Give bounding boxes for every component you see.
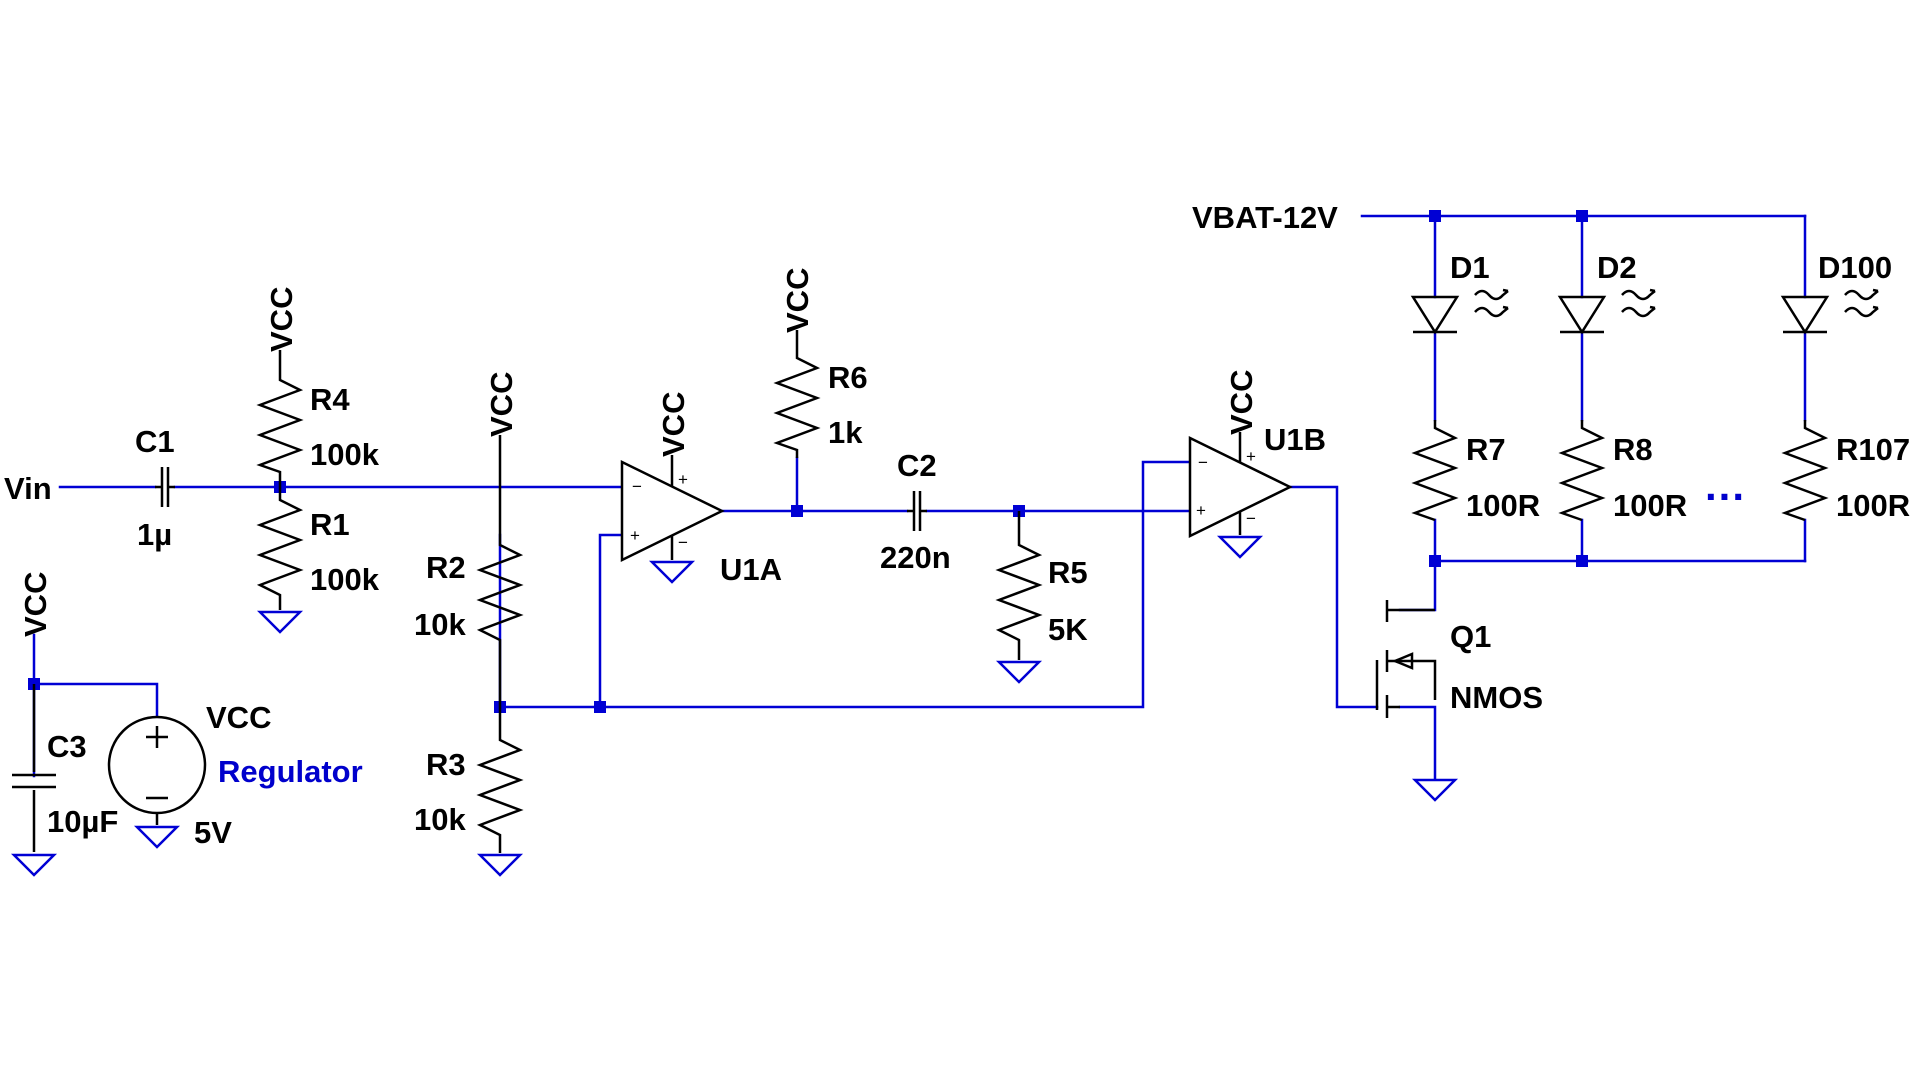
q1-ref: Q1 bbox=[1450, 619, 1491, 654]
r7-value: 100R bbox=[1466, 488, 1540, 523]
led-d1: D1 bbox=[1410, 250, 1509, 335]
resistor-r2: VCC R2 10k bbox=[414, 372, 524, 707]
regulator-label: Regulator bbox=[218, 754, 363, 789]
d2-ref: D2 bbox=[1597, 250, 1637, 285]
resistor-r7: R7 100R bbox=[1411, 420, 1540, 523]
ground-q1 bbox=[1411, 778, 1459, 802]
r4-value: 100k bbox=[310, 437, 380, 472]
junction-r6-out bbox=[791, 505, 803, 517]
regulator-ref: VCC bbox=[206, 700, 271, 735]
u1a-feedback-wire bbox=[598, 533, 622, 709]
opamp-u1b: VCC − + + − U1B bbox=[1188, 370, 1326, 559]
u1a-supply-plus: + bbox=[678, 470, 688, 489]
r8-ref: R8 bbox=[1613, 432, 1653, 467]
led-d2: D2 bbox=[1557, 250, 1656, 335]
c2-value: 220n bbox=[880, 540, 951, 575]
ground-r3 bbox=[476, 853, 524, 877]
resistor-r3: R3 10k bbox=[414, 707, 524, 877]
u1a-pin-plus: + bbox=[630, 526, 640, 545]
c2-ref: C2 bbox=[897, 448, 937, 483]
u1b-pin-minus: − bbox=[1198, 453, 1208, 472]
resistor-r5: R5 5K bbox=[995, 511, 1088, 684]
r2-ref: R2 bbox=[426, 550, 466, 585]
ground-r5 bbox=[995, 660, 1043, 684]
r6-ref: R6 bbox=[828, 360, 868, 395]
r107-ref: R107 bbox=[1836, 432, 1910, 467]
junction-q1-drain bbox=[1429, 555, 1441, 567]
r5-value: 5K bbox=[1048, 612, 1088, 647]
capacitor-c2: C2 220n bbox=[880, 448, 951, 575]
u1b-pin-plus: + bbox=[1196, 501, 1206, 520]
u1a-supply-minus: − bbox=[678, 533, 688, 552]
r7-ref: R7 bbox=[1466, 432, 1506, 467]
resistor-r4: VCC R4 100k bbox=[256, 287, 380, 487]
u1b-to-gate-wire bbox=[1288, 485, 1379, 709]
opamp-u1a: VCC − + + − U1A bbox=[620, 392, 782, 587]
d1-branch-wire bbox=[1398, 214, 1437, 612]
capacitor-c1: C1 1µ bbox=[135, 424, 175, 552]
u1a-ref: U1A bbox=[720, 552, 782, 587]
c1-value: 1µ bbox=[137, 517, 172, 552]
ground-u1a bbox=[648, 560, 696, 584]
junction-vbat-d2 bbox=[1576, 210, 1588, 222]
u1b-supply-plus: + bbox=[1246, 447, 1256, 466]
led-d100: D100 bbox=[1780, 250, 1892, 335]
r3-ref: R3 bbox=[426, 747, 466, 782]
ground-c3 bbox=[10, 853, 58, 877]
c3-value: 10µF bbox=[47, 804, 118, 839]
u1b-supply-minus: − bbox=[1246, 509, 1256, 528]
resistor-r1: R1 100k bbox=[256, 487, 380, 634]
mosfet-q1: Q1 NMOS bbox=[1375, 600, 1543, 802]
r5-ref: R5 bbox=[1048, 555, 1088, 590]
r4-ref: R4 bbox=[310, 382, 350, 417]
r2-value: 10k bbox=[414, 607, 466, 642]
junction-r8-return bbox=[1576, 555, 1588, 567]
r6-vcc-label: VCC bbox=[780, 268, 815, 333]
r1-ref: R1 bbox=[310, 507, 350, 542]
ground-r1 bbox=[256, 610, 304, 634]
regulator-value: 5V bbox=[194, 815, 232, 850]
voltage-source-regulator: VCC Regulator 5V bbox=[107, 700, 363, 850]
resistor-r6: VCC R6 1k bbox=[773, 268, 868, 458]
resistor-r107: R107 100R bbox=[1781, 420, 1910, 523]
r1-value: 100k bbox=[310, 562, 380, 597]
vin-label: Vin bbox=[4, 471, 52, 506]
r2-vcc-label: VCC bbox=[484, 372, 519, 437]
c1-ref: C1 bbox=[135, 424, 175, 459]
r107-value: 100R bbox=[1836, 488, 1910, 523]
resistor-r8: R8 100R bbox=[1558, 420, 1687, 523]
junction-feedback bbox=[594, 701, 606, 713]
u1b-ref: U1B bbox=[1264, 422, 1326, 457]
q1-value: NMOS bbox=[1450, 680, 1543, 715]
r6-value: 1k bbox=[828, 415, 863, 450]
ground-u1b bbox=[1216, 535, 1264, 559]
d100-ref: D100 bbox=[1818, 250, 1892, 285]
r8-value: 100R bbox=[1613, 488, 1687, 523]
c3-ref: C3 bbox=[47, 729, 87, 764]
junction-vbat-d1 bbox=[1429, 210, 1441, 222]
u1a-vcc-label: VCC bbox=[656, 392, 691, 457]
vbat-label: VBAT-12V bbox=[1192, 200, 1338, 235]
c3-vcc-label: VCC bbox=[18, 572, 53, 637]
u1a-pin-minus: − bbox=[632, 477, 642, 496]
r3-value: 10k bbox=[414, 802, 466, 837]
d1-ref: D1 bbox=[1450, 250, 1490, 285]
q1-source-wire bbox=[1398, 705, 1437, 780]
ground-regulator bbox=[133, 825, 181, 849]
ellipsis-more-leds: ... bbox=[1705, 462, 1746, 509]
capacitor-c3: VCC C3 10µF bbox=[10, 572, 118, 877]
r4-vcc-label: VCC bbox=[264, 287, 299, 352]
u1b-vcc-label: VCC bbox=[1224, 370, 1259, 435]
